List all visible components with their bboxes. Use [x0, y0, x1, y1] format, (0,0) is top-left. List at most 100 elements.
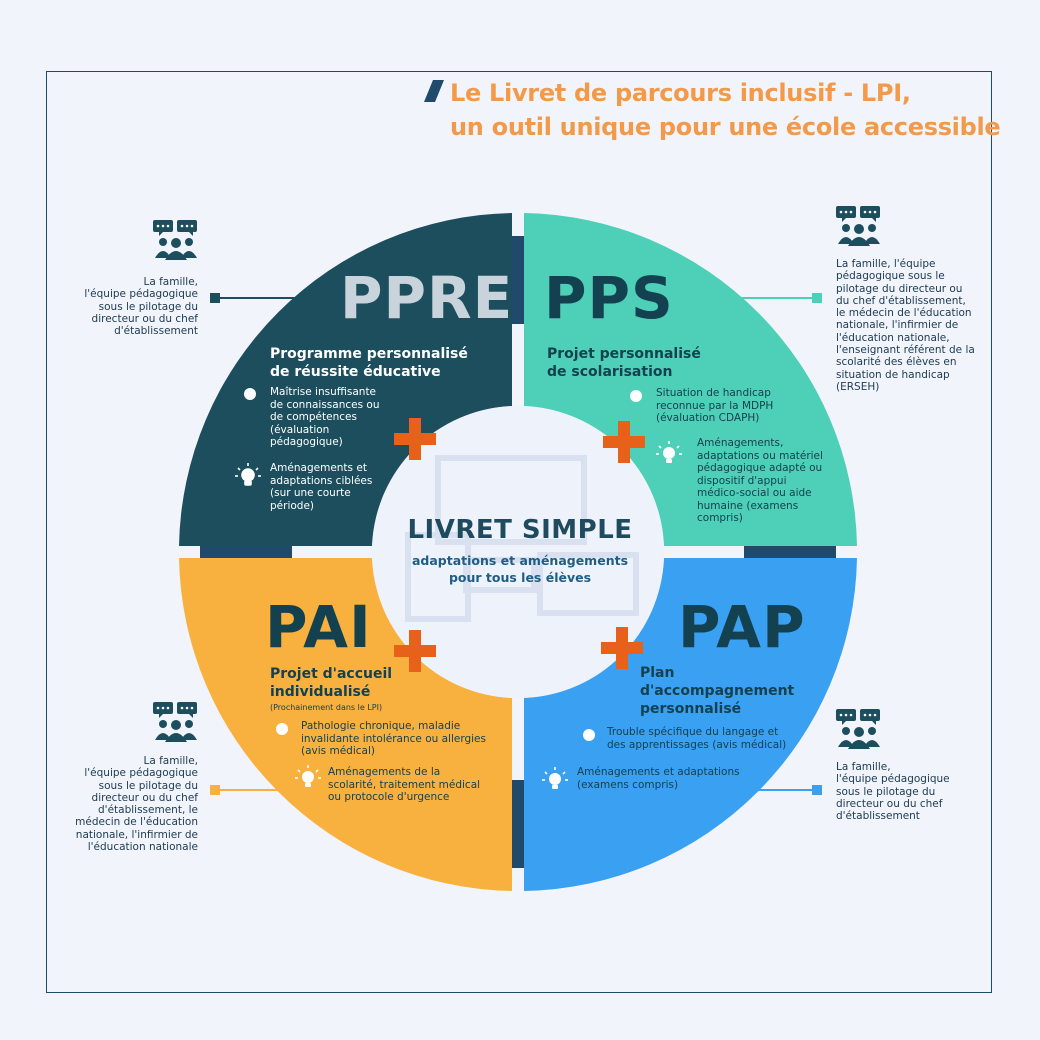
plus-icon — [601, 627, 643, 669]
lightbulb-icon — [295, 765, 321, 787]
pps-quadrant — [524, 213, 857, 546]
bottom-accent-bar — [510, 780, 524, 868]
bullet-dot-icon — [276, 723, 288, 735]
pps-criterion-line: reconnue par la MDPH — [656, 399, 774, 412]
pps-measure-line: compris) — [697, 512, 743, 524]
lightbulb-icon — [542, 767, 568, 789]
pai-measure-line: scolarité, traitement médical — [328, 778, 481, 791]
pai-name-line-2: individualisé — [270, 684, 371, 700]
ppre-criterion: Maîtrise insuffisante de connaissances o… — [270, 386, 410, 449]
pap-actor-line: l'équipe pédagogique — [836, 773, 950, 786]
people-discussion-icon — [153, 702, 197, 742]
pap-fullname: Plan d'accompagnement personnalisé — [640, 664, 794, 718]
center-subtitle-line-2: pour tous les élèves — [448, 570, 592, 585]
pap-acronym: PAP — [678, 593, 806, 661]
page-title: Le Livret de parcours inclusif - LPI, un… — [450, 76, 1010, 144]
pai-measure-line: ou protocole d'urgence — [328, 791, 450, 803]
pap-actor-line: d'établissement — [836, 810, 920, 823]
pps-connector-end — [812, 293, 822, 303]
ppre-actor-line: d'établissement — [114, 325, 198, 338]
pai-criterion-line: (avis médical) — [301, 745, 375, 757]
ppre-actor-line: directeur ou du chef — [91, 312, 198, 325]
people-discussion-icon — [153, 220, 197, 260]
pps-actor-line: scolarité des élèves en — [836, 356, 957, 369]
pap-actor-line: La famille, — [836, 761, 891, 773]
pap-actor-line: sous le pilotage du — [836, 785, 936, 798]
pai-actor-line: l'éducation nationale — [87, 841, 198, 854]
pap-name-line-2: d'accompagnement — [640, 683, 795, 699]
people-discussion-icon — [836, 709, 880, 749]
pap-measure-line: Aménagements et adaptations — [577, 766, 740, 778]
pap-criterion-line: des apprentissages (avis médical) — [607, 738, 787, 751]
ppre-measure-line: adaptations ciblées — [270, 474, 373, 487]
pps-actor-line: situation de handicap — [836, 368, 950, 381]
bullet-dot-icon — [244, 388, 256, 400]
pps-measure-line: pédagogique adapté ou — [697, 462, 823, 474]
pap-actors: La famille, l'équipe pédagogique sous le… — [836, 761, 986, 822]
pai-actors: La famille, l'équipe pédagogique sous le… — [58, 755, 198, 853]
title-slash-icon — [424, 80, 444, 102]
pps-measure-line: Aménagements, — [697, 437, 784, 449]
pap-measure-line: (examens compris) — [577, 778, 679, 791]
ppre-criterion-line: (évaluation — [270, 423, 330, 436]
pap-connector-end — [812, 785, 822, 795]
pps-actor-line: le médecin de l'éducation — [836, 307, 972, 320]
pai-actor-line: La famille, — [143, 755, 198, 767]
pai-actor-line: sous le pilotage du — [98, 779, 198, 792]
ppre-quadrant — [179, 213, 512, 546]
bullet-dot-icon — [583, 729, 595, 741]
ppre-criterion-line: de compétences — [270, 411, 357, 423]
pai-actor-line: directeur ou du chef — [91, 791, 198, 804]
ppre-actors: La famille, l'équipe pédagogique sous le… — [58, 276, 198, 337]
ppre-actor-line: l'équipe pédagogique — [84, 288, 198, 301]
plus-icon — [394, 418, 436, 460]
pps-actor-line: l'enseignant référent de la — [836, 344, 975, 357]
pps-name-line-2: de scolarisation — [547, 364, 673, 380]
pai-measures: Aménagements de la scolarité, traitement… — [328, 766, 508, 804]
people-discussion-icon — [836, 206, 880, 246]
ppre-criterion-line: pédagogique) — [270, 436, 343, 448]
ppre-fullname: Programme personnalisé de réussite éduca… — [270, 345, 468, 381]
pai-measure-line: Aménagements de la — [328, 766, 441, 778]
ppre-criterion-line: Maîtrise insuffisante — [270, 386, 377, 398]
pps-actor-line: (ERSEH) — [836, 380, 880, 393]
pai-connector-end — [210, 785, 220, 795]
pps-criterion-line: (évaluation CDAPH) — [656, 412, 760, 424]
center-subtitle: adaptations et aménagements pour tous le… — [398, 552, 642, 586]
pap-actor-line: directeur ou du chef — [836, 797, 943, 810]
center-title: LIVRET SIMPLE — [407, 515, 633, 545]
pai-acronym: PAI — [265, 593, 372, 661]
pps-measure-line: adaptations ou matériel — [697, 449, 823, 462]
pps-measure-line: humaine (examens — [697, 499, 799, 512]
ppre-measure-line: (sur une courte — [270, 487, 351, 499]
pai-actor-line: nationale, l'infirmier de — [75, 828, 198, 841]
right-accent-bar — [744, 546, 836, 558]
ppre-connector-end — [210, 293, 220, 303]
pps-actor-line: pilotage du directeur ou — [836, 282, 963, 295]
pai-fullname: Projet d'accueil individualisé — [270, 665, 392, 701]
left-accent-bar — [200, 546, 292, 558]
pps-actor-line: nationale, l'infirmier de — [836, 319, 959, 332]
pps-measure-line: médico-social ou aide — [697, 487, 812, 499]
pai-criterion: Pathologie chronique, maladie invalidant… — [301, 720, 511, 758]
pai-criterion-line: Pathologie chronique, maladie — [301, 720, 461, 732]
pps-actor-line: l'éducation nationale, — [836, 331, 950, 344]
ppre-name-line-2: de réussite éducative — [270, 364, 441, 380]
title-line-2: un outil unique pour une école accessibl… — [450, 113, 1001, 141]
pap-name-line-1: Plan — [640, 665, 675, 681]
bullet-dot-icon — [630, 390, 642, 402]
pps-actor-line: La famille, l'équipe — [836, 258, 936, 270]
lightbulb-icon — [235, 463, 261, 486]
pai-actor-line: médecin de l'éducation — [75, 816, 198, 829]
pap-criterion-line: Trouble spécifique du langage et — [607, 726, 779, 738]
pps-actor-line: pédagogique sous le — [836, 270, 945, 283]
center-watermark — [405, 455, 639, 622]
pap-criterion: Trouble spécifique du langage et des app… — [607, 726, 807, 751]
ppre-measures: Aménagements et adaptations ciblées (sur… — [270, 462, 400, 512]
pai-note: (Prochainement dans le LPI) — [270, 703, 383, 712]
pap-measures: Aménagements et adaptations (examens com… — [577, 766, 757, 791]
pai-criterion-line: invalidante intolérance ou allergies — [301, 732, 486, 745]
ppre-actor-line: La famille, — [143, 276, 198, 288]
pps-fullname: Projet personnalisé de scolarisation — [547, 345, 701, 381]
